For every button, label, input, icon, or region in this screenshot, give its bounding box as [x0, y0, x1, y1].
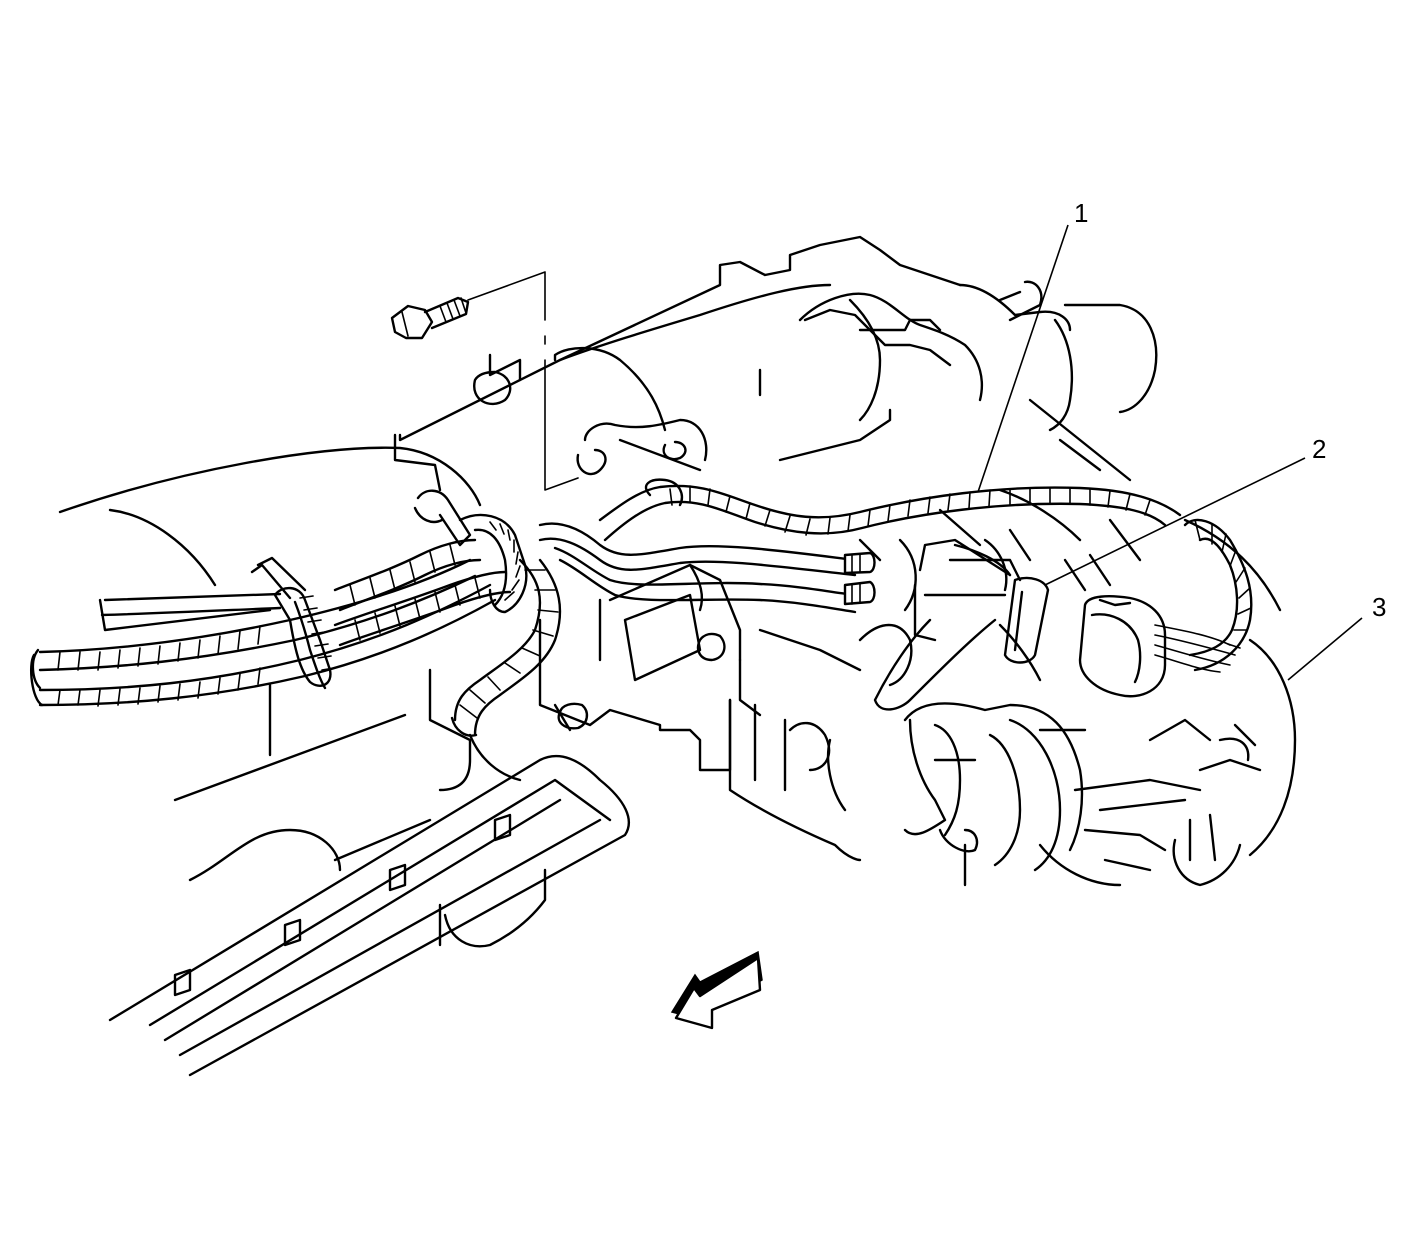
mounting-bracket	[538, 563, 742, 772]
bolt-alignment-leader	[467, 271, 579, 491]
callout-1: 1	[977, 198, 1088, 493]
front-output-yoke	[903, 702, 1262, 887]
callout-2-label: 2	[1312, 434, 1326, 464]
transfer-case-main-housing	[858, 488, 1297, 857]
transfer-case-upper-housing	[393, 235, 984, 492]
harness-retaining-clip	[873, 538, 1050, 711]
front-direction-arrow-icon	[670, 950, 763, 1030]
transmission-oil-pan	[108, 733, 630, 1077]
rear-output-housing	[958, 280, 1158, 482]
callout-1-label: 1	[1074, 198, 1088, 228]
wire-pigtails	[538, 522, 876, 614]
bolt-icon	[390, 296, 470, 340]
callout-3: 3	[1287, 592, 1386, 681]
harness-clamps	[250, 489, 528, 690]
transmission-housing	[58, 446, 482, 882]
callout-2: 2	[1044, 434, 1326, 586]
transfer-case-electrical-connector	[1078, 595, 1167, 698]
wiring-harness-connector-loop	[1154, 518, 1253, 673]
transfer-case-lower-housing	[728, 623, 913, 862]
wiring-harness-lower-bundle	[30, 538, 562, 737]
wiring-harness-upper	[598, 478, 1182, 542]
callout-3-label: 3	[1372, 592, 1386, 622]
